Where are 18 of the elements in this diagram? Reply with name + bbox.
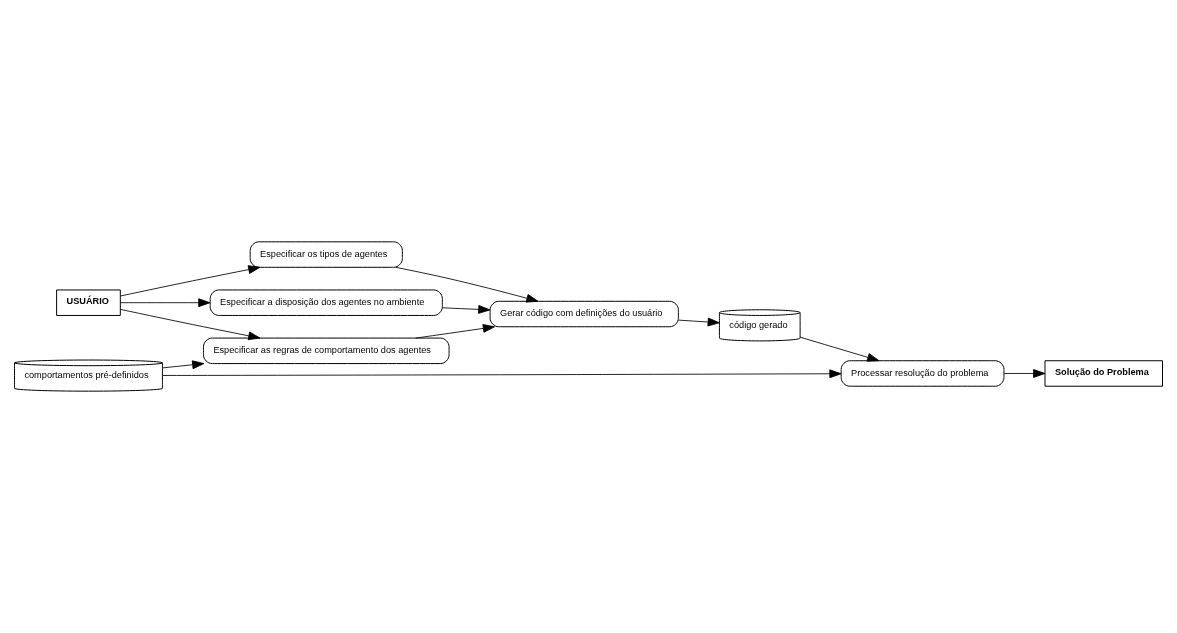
node-box: Especificar a disposição dos agentes no ambiente [209, 289, 443, 316]
arrow [442, 305, 491, 314]
node-box: Especificar as regras de comportamento dos agentes [203, 337, 450, 365]
arrow [1003, 369, 1046, 378]
arrow [395, 266, 539, 303]
arrow [162, 369, 842, 379]
arrow [120, 308, 261, 341]
arrow [799, 336, 880, 362]
arrow [162, 360, 205, 370]
node-box: USUÁRIO [56, 289, 121, 316]
node-box: Especificar os tipos de agentes [249, 241, 403, 268]
node-box: Gerar código com definições do usuário [489, 300, 679, 328]
arrow [677, 317, 720, 327]
node-box: Solução do Problema [1044, 360, 1163, 387]
node-box: Processar resolução do problema [840, 360, 1005, 387]
arrow [119, 298, 211, 308]
arrow [415, 324, 495, 339]
arrow [120, 265, 261, 297]
